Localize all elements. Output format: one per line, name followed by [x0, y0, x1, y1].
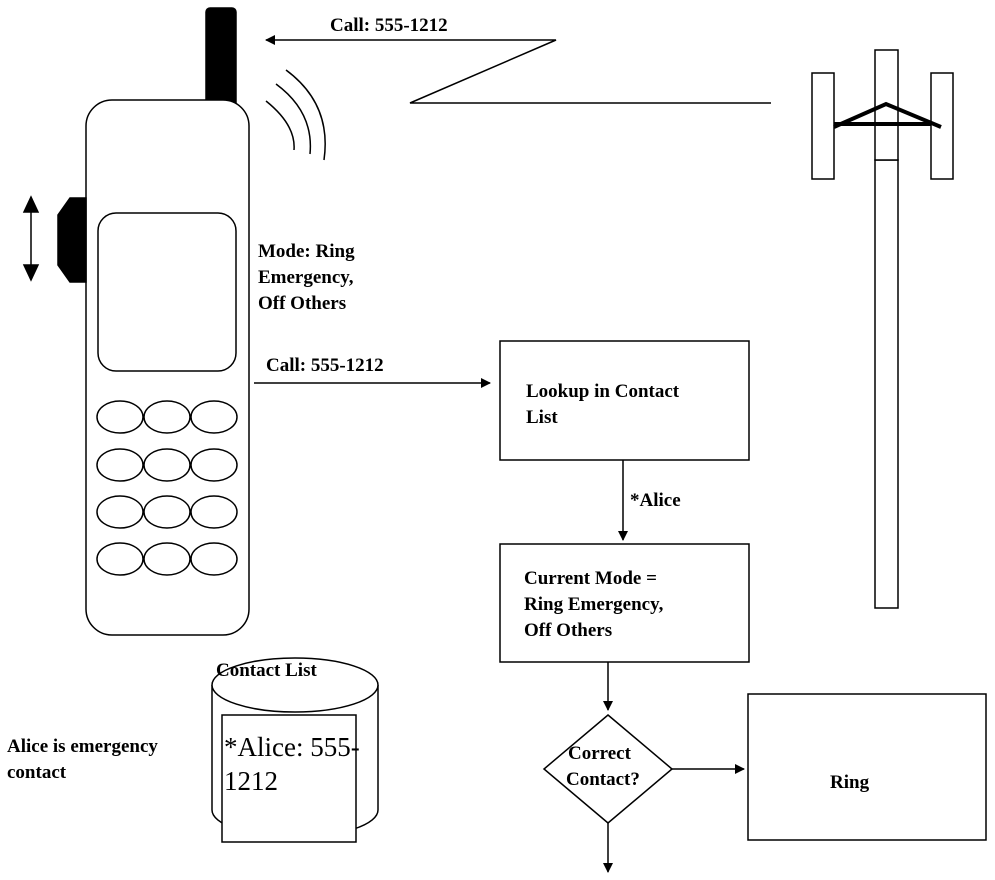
mode-label-line-3: Off Others: [258, 293, 347, 314]
phone-antenna: [205, 7, 237, 109]
forwarded-call-label: Call: 555-1212: [266, 355, 384, 376]
key-5: [143, 448, 191, 482]
key-2: [143, 400, 191, 434]
current-mode-box: [499, 543, 750, 663]
key-9: [190, 495, 238, 529]
ring-label: Ring: [830, 772, 870, 793]
phone-screen: [97, 212, 237, 372]
lookup-result-label: *Alice: [630, 490, 681, 511]
key-1: [96, 400, 144, 434]
volume-arrow-icon: [22, 195, 40, 282]
radio-link-line: [265, 35, 771, 104]
decision-line-2: Contact?: [566, 769, 640, 790]
mode-label-line-2: Emergency,: [258, 267, 354, 288]
database-top: [211, 657, 379, 713]
phone-side-button: [57, 197, 87, 283]
current-mode-line-3: Off Others: [524, 620, 613, 641]
contact-list-database: [211, 657, 379, 843]
emergency-note-line-1: Alice is emergency: [7, 736, 158, 757]
tower-crossbar: [833, 101, 942, 129]
incoming-call-label: Call: 555-1212: [330, 15, 448, 36]
key-8: [143, 495, 191, 529]
tower-mast: [874, 159, 899, 609]
database-entry-line-1: *Alice: 555-: [224, 732, 360, 762]
lookup-box-line-2: List: [526, 407, 558, 428]
mobile-phone: [22, 7, 326, 636]
current-mode-line-2: Ring Emergency,: [524, 594, 664, 615]
decision-line-1: Correct: [568, 743, 631, 764]
key-hash: [190, 542, 238, 576]
lookup-box-line-1: Lookup in Contact: [526, 381, 680, 402]
emergency-note-line-2: contact: [7, 762, 67, 783]
ring-box: [747, 693, 987, 841]
mode-label-line-1: Mode: Ring: [258, 241, 355, 262]
key-4: [96, 448, 144, 482]
key-star: [96, 542, 144, 576]
cell-tower: [811, 49, 954, 609]
database-entry-card: [221, 714, 357, 843]
key-7: [96, 495, 144, 529]
key-3: [190, 400, 238, 434]
phone-keypad: [96, 400, 238, 576]
tower-left-panel: [811, 72, 835, 180]
key-6: [190, 448, 238, 482]
database-entry-line-2: 1212: [224, 766, 278, 796]
database-title: Contact List: [216, 660, 317, 681]
phone-body: [85, 99, 250, 636]
current-mode-line-1: Current Mode =: [524, 568, 657, 589]
signal-waves-icon: [265, 69, 326, 161]
lookup-box: [499, 340, 750, 461]
key-0: [143, 542, 191, 576]
